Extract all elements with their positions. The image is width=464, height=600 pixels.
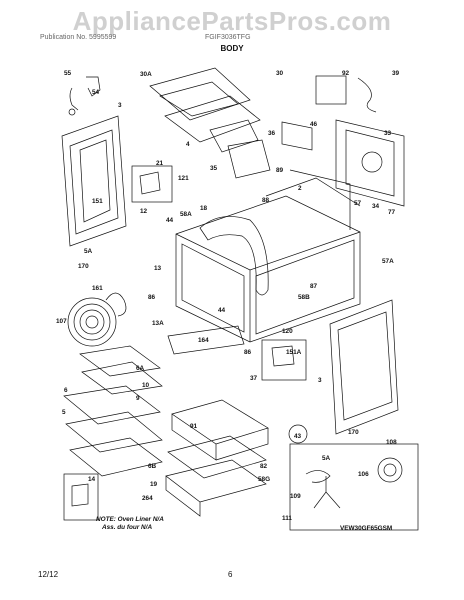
part-label: 43: [294, 433, 302, 440]
wire-harness-drawing: [68, 76, 101, 116]
part-108-box: [289, 443, 419, 531]
part-120-box: [261, 339, 307, 381]
part-label: 13A: [152, 320, 164, 327]
insulation-drawing: [199, 216, 269, 296]
part-label: 5A: [84, 248, 93, 255]
part-label: 58B: [298, 294, 310, 301]
note-line: Ass. du four N/A: [102, 524, 153, 531]
part-label: 30A: [140, 71, 152, 78]
footer-date: 12/12: [38, 570, 59, 579]
part-label: 109: [290, 493, 301, 500]
part-label: 82: [260, 463, 268, 470]
part-label: 3: [118, 102, 122, 109]
part-label: 21: [156, 160, 164, 167]
part-21-box: [131, 165, 173, 203]
oven-liner-note: NOTE: Oven Liner N/A Ass. du four N/A: [96, 516, 164, 532]
part-label: 170: [78, 263, 89, 270]
part-label: 91: [190, 423, 198, 430]
part-label: 36: [268, 130, 276, 137]
part-label: 30: [276, 70, 284, 77]
terminal-block-drawing: [315, 75, 347, 105]
part-label: 18: [200, 205, 208, 212]
part-label: 264: [142, 495, 153, 502]
part-label: 106: [358, 471, 369, 478]
oven-rack-drawing: [63, 385, 163, 477]
part-label: 44: [166, 217, 174, 224]
part-label: 54: [92, 89, 100, 96]
part-label: 44: [218, 307, 226, 314]
part-label: 12: [140, 208, 148, 215]
part-label: 57: [354, 200, 362, 207]
part-label: 121: [178, 175, 189, 182]
part-label: 19: [150, 481, 158, 488]
part-label: 77: [388, 209, 396, 216]
part-14-box: [63, 473, 99, 521]
part-label: 13: [154, 265, 162, 272]
part-label: 37: [250, 375, 258, 382]
section-title: BODY: [220, 44, 244, 53]
left-side-panel-drawing: [61, 115, 127, 247]
screw-43-drawing: [288, 424, 308, 444]
vent-duct-drawing: [227, 139, 271, 179]
publication-number: Publication No. 5995599: [40, 34, 117, 41]
part-label: 35: [210, 165, 218, 172]
part-label: 58G: [258, 476, 270, 483]
part-callouts: 55 54 3 151 5A 170 30A 30 92 39 4 36 46 …: [56, 70, 400, 522]
part-label: 107: [56, 318, 67, 325]
part-label: 151A: [286, 349, 302, 356]
part-label: 87: [310, 283, 318, 290]
part-label: 9: [136, 395, 140, 402]
part-label: 55: [64, 70, 72, 77]
part-label: 46: [310, 121, 318, 128]
part-label: 170: [348, 429, 359, 436]
diagram-model-code: VEW30GF65GSM: [340, 525, 393, 532]
part-label: 58A: [180, 211, 192, 218]
part-label: 6A: [136, 365, 145, 372]
part-label: 6B: [148, 463, 157, 470]
part-label: 57A: [382, 258, 394, 265]
part-label: 120: [282, 328, 293, 335]
part-label: 2: [298, 185, 302, 192]
part-label: 14: [88, 476, 96, 483]
power-cord-drawing: [357, 77, 377, 113]
part-label: 4: [186, 141, 190, 148]
convection-fan-drawing: [67, 297, 117, 347]
rear-panel-drawing: [335, 119, 405, 207]
model-number: FGIF3036TFG: [205, 34, 251, 41]
page-number: 6: [228, 570, 233, 579]
part-label: 164: [198, 337, 209, 344]
part-label: 86: [148, 294, 156, 301]
right-side-panel-drawing: [329, 299, 399, 435]
part-label: 108: [386, 439, 397, 446]
part-label: 161: [92, 285, 103, 292]
part-label: 33: [384, 130, 392, 137]
part-label: 10: [142, 382, 150, 389]
watermark: AppliancePartsPros.com: [72, 6, 392, 36]
part-label: 89: [276, 167, 284, 174]
part-label: 86: [244, 349, 252, 356]
gasket-drawing: [167, 325, 245, 355]
part-label: 6: [64, 387, 68, 394]
part-label: 34: [372, 203, 380, 210]
part-label: 39: [392, 70, 400, 77]
part-label: 5A: [322, 455, 331, 462]
storage-drawer-drawing: [165, 399, 269, 517]
oven-body-drawing: [175, 169, 361, 343]
part-label: 3: [318, 377, 322, 384]
heating-element-drawing: [105, 292, 127, 317]
broiler-pan-drawing: [79, 345, 163, 395]
note-line: NOTE: Oven Liner N/A: [96, 516, 164, 523]
part-label: 5: [62, 409, 66, 416]
part-label: 92: [342, 70, 350, 77]
part-label: 151: [92, 198, 103, 205]
bracket-drawing: [281, 121, 313, 151]
top-panel-drawing: [149, 67, 261, 153]
part-label: 111: [282, 515, 292, 522]
part-label: 88: [262, 197, 270, 204]
